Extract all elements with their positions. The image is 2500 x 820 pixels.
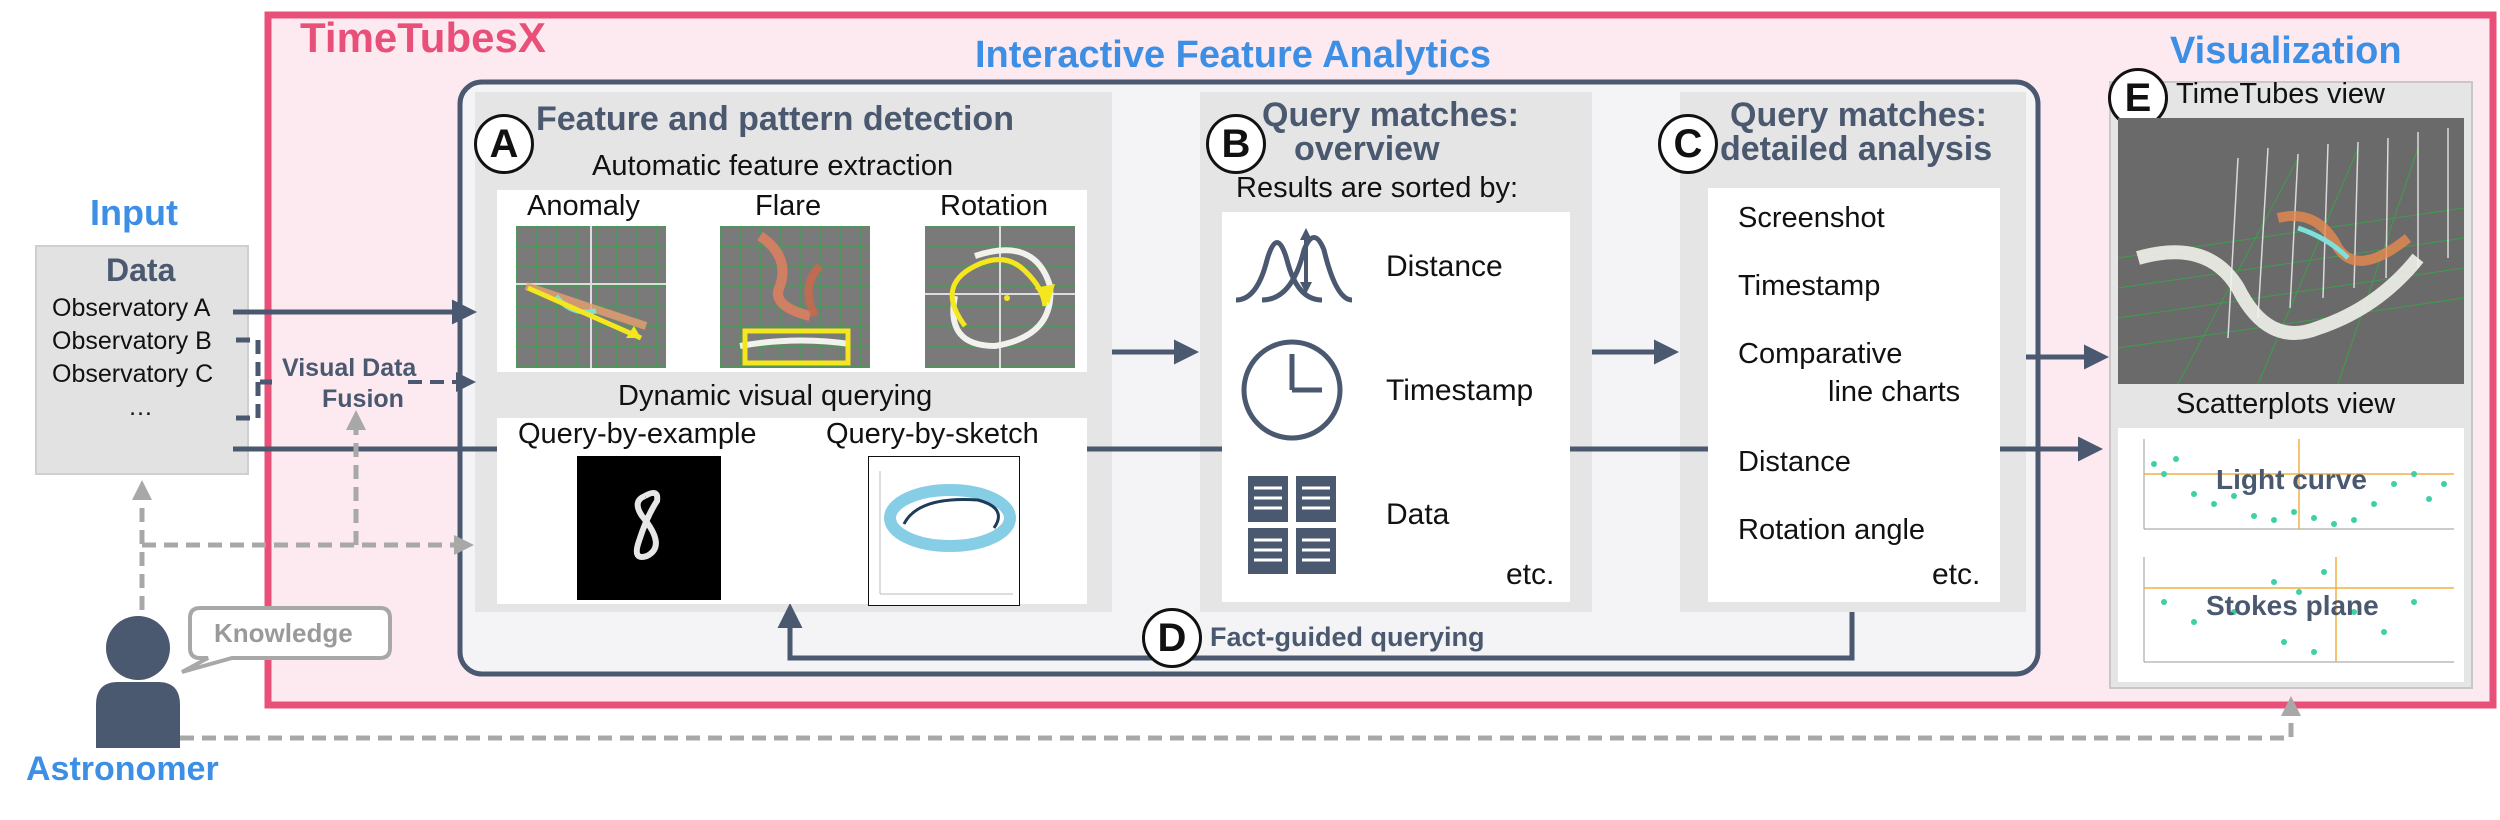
feature-flare-label: Flare xyxy=(755,190,822,222)
panel-c-etc: etc. xyxy=(1932,558,1981,591)
timetubes-view-title: TimeTubes view xyxy=(2176,78,2385,110)
data-source-c: Observatory C xyxy=(52,360,214,388)
arrow-d-loop xyxy=(777,603,1855,661)
query-sketch-thumbnail xyxy=(868,456,1020,606)
section-input-title: Input xyxy=(90,192,178,233)
panel-b-subtitle: Results are sorted by: xyxy=(1236,172,1519,204)
sort-by-data: Data xyxy=(1386,498,1450,531)
detail-distance: Distance xyxy=(1738,446,1851,478)
data-box-bg xyxy=(35,245,249,475)
badge-c: C xyxy=(1658,114,1718,174)
documents-icon xyxy=(1248,476,1336,574)
detail-line-charts: line charts xyxy=(1828,376,1961,408)
panel-b-etc: etc. xyxy=(1506,558,1555,591)
timetubes-view-image xyxy=(2118,118,2464,384)
sort-by-timestamp: Timestamp xyxy=(1386,374,1534,407)
sort-by-distance: Distance xyxy=(1386,250,1503,283)
badge-a: A xyxy=(474,114,534,174)
scatterplots-view-title: Scatterplots view xyxy=(2176,388,2396,420)
astronomer-icon xyxy=(96,616,180,748)
fusion-label-line2: Fusion xyxy=(322,385,404,413)
clock-icon xyxy=(1241,339,1343,441)
panel-c-title-line1: Query matches: xyxy=(1730,96,1987,134)
detail-timestamp: Timestamp xyxy=(1738,270,1881,302)
panel-a-auto-title: Automatic feature extraction xyxy=(592,150,954,182)
data-source-b: Observatory B xyxy=(52,327,212,355)
stokes-plane-label: Stokes plane xyxy=(2206,590,2379,621)
panel-d-label: Fact-guided querying xyxy=(1210,622,1485,652)
query-example-thumbnail xyxy=(577,456,721,600)
dashed-user-to-vis xyxy=(180,696,2301,741)
flare-thumbnail xyxy=(720,226,870,368)
data-source-a: Observatory A xyxy=(52,294,211,322)
detail-comparative: Comparative xyxy=(1738,338,1903,370)
section-visualization-title: Visualization xyxy=(2170,30,2402,72)
data-source-more: … xyxy=(128,393,153,421)
system-title: TimeTubesX xyxy=(300,14,546,61)
panel-b-title-line1: Query matches: xyxy=(1262,96,1519,134)
fusion-label-line1: Visual Data xyxy=(282,354,417,382)
anomaly-thumbnail xyxy=(516,226,666,368)
astronomer-label: Astronomer xyxy=(26,750,219,788)
query-by-example-label: Query-by-example xyxy=(518,418,757,450)
badge-d: D xyxy=(1142,608,1202,668)
panel-a-dynamic-title: Dynamic visual querying xyxy=(618,380,933,412)
panel-a-title: Feature and pattern detection xyxy=(536,100,1014,138)
knowledge-label: Knowledge xyxy=(214,618,353,648)
section-analytics-title: Interactive Feature Analytics xyxy=(975,34,1492,76)
panel-c-list-box xyxy=(1708,188,2000,602)
feature-anomaly-label: Anomaly xyxy=(527,190,640,222)
data-box-title: Data xyxy=(106,252,176,288)
stokes-plane-plot xyxy=(2143,557,2454,663)
knowledge-bubble xyxy=(181,606,392,674)
rotation-thumbnail xyxy=(925,226,1075,368)
detail-screenshot: Screenshot xyxy=(1738,202,1885,234)
detail-rotation-angle: Rotation angle xyxy=(1738,514,1926,546)
fusion-bracket xyxy=(236,337,272,421)
light-curve-label: Light curve xyxy=(2216,464,2367,495)
light-curve-plot xyxy=(2143,439,2454,530)
query-by-sketch-label: Query-by-sketch xyxy=(826,418,1039,450)
feature-rotation-label: Rotation xyxy=(940,190,1049,222)
badge-b: B xyxy=(1206,114,1266,174)
scatterplots-box xyxy=(2118,428,2464,682)
panel-c-title-line2: detailed analysis xyxy=(1720,130,1993,168)
panel-b-title-line2: overview xyxy=(1294,130,1440,168)
distance-icon xyxy=(1235,228,1353,303)
